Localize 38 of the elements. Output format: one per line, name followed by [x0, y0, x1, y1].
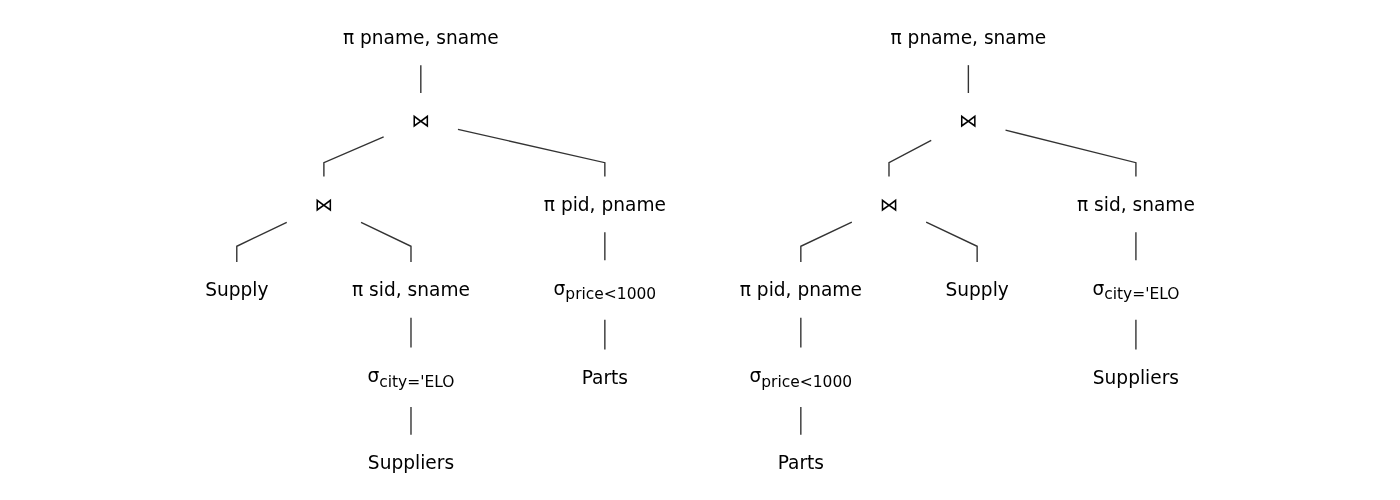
connector — [410, 406, 412, 436]
node-text: σ$_{price<1000}$ — [553, 276, 657, 303]
node-text: σ$_{city='ELO}$ — [1092, 276, 1180, 303]
connector — [420, 64, 422, 94]
node-text: Parts — [581, 366, 629, 389]
node-text: π pname, sname — [890, 26, 1047, 49]
connector — [323, 136, 385, 178]
connector — [410, 317, 412, 349]
node-text: ⋈ — [411, 109, 431, 133]
connector — [925, 221, 978, 263]
node-text: π sid, sname — [1076, 193, 1195, 216]
node-text: π pid, pname — [739, 278, 862, 302]
connector — [457, 128, 606, 178]
connector — [236, 221, 288, 263]
connector — [360, 221, 412, 263]
connector — [604, 231, 606, 261]
connector — [604, 318, 606, 351]
node-text: Parts — [777, 451, 825, 474]
connector — [1135, 318, 1137, 351]
connector — [967, 64, 970, 94]
node-text: σ$_{city='ELO}$ — [367, 364, 455, 391]
node-text: π pname, sname — [342, 26, 499, 49]
node-text: π pid, pname — [543, 193, 666, 216]
node-text: σ$_{price<1000}$ — [749, 364, 853, 391]
connector — [1135, 231, 1137, 261]
node-text: π sid, sname — [352, 278, 470, 302]
connector — [1004, 129, 1137, 178]
connector — [800, 317, 802, 349]
connector — [800, 406, 802, 436]
connector — [800, 221, 853, 263]
node-text: ⋈ — [959, 109, 978, 133]
node-text: Supply — [945, 278, 1009, 302]
node-text: Supply — [205, 278, 269, 302]
node-text: Suppliers — [367, 451, 455, 474]
node-text: ⋈ — [879, 193, 899, 216]
node-text: Suppliers — [1092, 366, 1180, 389]
connector — [888, 139, 932, 178]
node-text: ⋈ — [314, 193, 334, 216]
